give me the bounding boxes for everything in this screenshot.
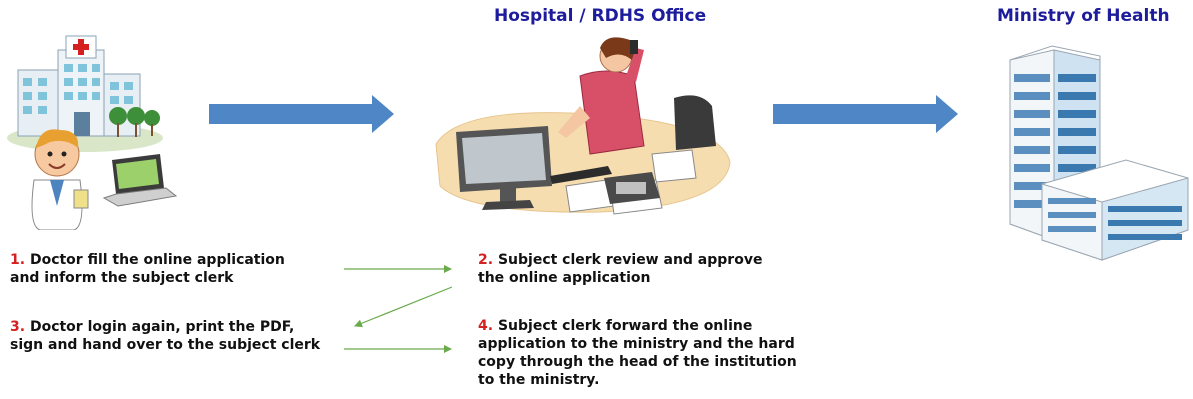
step-1: 1Doctor fill the online application and … [10, 251, 310, 287]
step-1-number: 1 [10, 252, 30, 268]
small-arrow-step2-to-step3 [354, 286, 453, 328]
step-2: 2Subject clerk review and approve the on… [478, 251, 788, 287]
ministry-building-illustration [1009, 45, 1189, 261]
big-arrow-hospital-to-office [209, 95, 394, 133]
step-2-number: 2 [478, 252, 498, 268]
step-3-number: 3 [10, 319, 30, 335]
big-arrow-office-to-ministry [773, 95, 958, 133]
step-4-text: Subject clerk forward the online applica… [478, 318, 797, 388]
step-4: 4Subject clerk forward the online applic… [478, 317, 808, 389]
hospital-doctor-laptop-illustration [7, 35, 178, 230]
clerk-at-desk-illustration [435, 37, 731, 215]
step-1-text: Doctor fill the online application and i… [10, 252, 285, 286]
step-3-text: Doctor login again, print the PDF, sign … [10, 319, 321, 353]
step-2-text: Subject clerk review and approve the onl… [478, 252, 763, 286]
hospital-office-heading: Hospital / RDHS Office [494, 6, 707, 26]
ministry-heading: Ministry of Health [997, 6, 1170, 26]
step-3: 3Doctor login again, print the PDF, sign… [10, 318, 330, 354]
step-4-number: 4 [478, 318, 498, 334]
